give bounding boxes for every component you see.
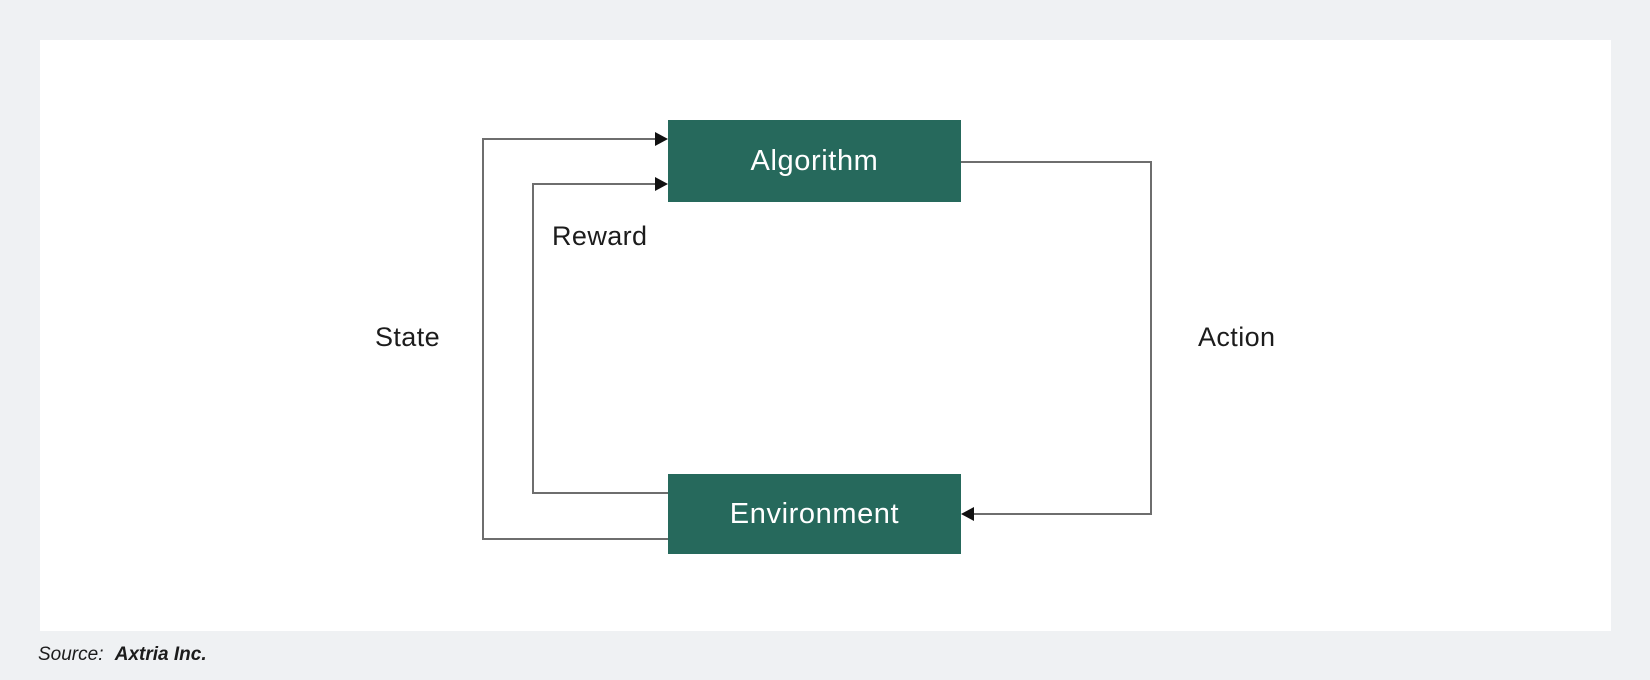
state-edge-vertical bbox=[482, 138, 484, 540]
arrow-right-icon bbox=[655, 177, 668, 191]
action-edge-vertical bbox=[1150, 161, 1152, 515]
reward-edge-vertical bbox=[532, 183, 534, 494]
state-edge-top-horizontal bbox=[482, 138, 655, 140]
reward-edge-top-horizontal bbox=[532, 183, 655, 185]
source-prefix-label: Source: bbox=[38, 644, 104, 665]
algorithm-node: Algorithm bbox=[668, 120, 961, 202]
state-edge-label: State bbox=[375, 322, 441, 352]
action-edge-top-horizontal bbox=[961, 161, 1152, 163]
source-name-label: Axtria Inc. bbox=[114, 644, 207, 665]
reward-edge-label: Reward bbox=[552, 221, 648, 251]
source-attribution: Source: Axtria Inc. bbox=[38, 644, 207, 666]
arrow-left-icon bbox=[961, 507, 974, 521]
environment-node: Environment bbox=[668, 474, 961, 554]
state-edge-bottom-horizontal bbox=[482, 538, 668, 540]
environment-node-label: Environment bbox=[729, 497, 900, 530]
arrow-right-icon bbox=[655, 132, 668, 146]
reward-edge-bottom-horizontal bbox=[532, 492, 668, 494]
action-edge-label: Action bbox=[1198, 322, 1276, 352]
algorithm-node-label: Algorithm bbox=[750, 144, 879, 177]
action-edge-bottom-horizontal bbox=[974, 513, 1152, 515]
